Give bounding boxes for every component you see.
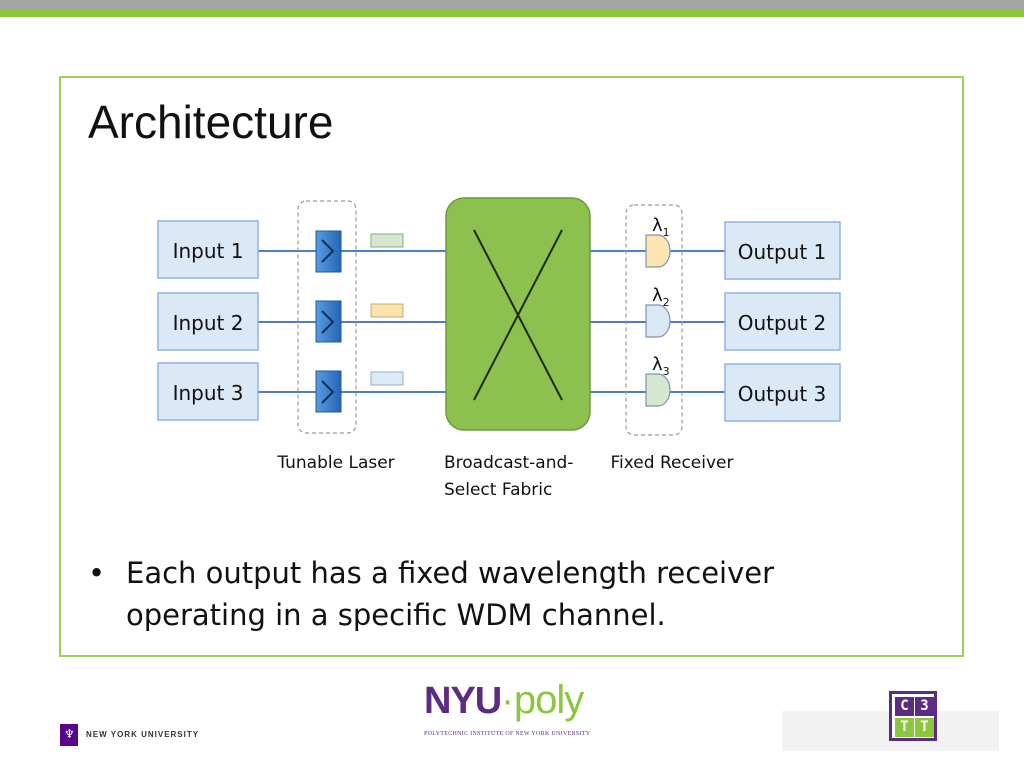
bullet-text: Each output has a fixed wavelength recei… [126,556,775,632]
laser-icon-2 [315,300,342,343]
poly-logo-dot: · [501,680,514,722]
nyu-poly-logo: NYU·poly [424,678,584,728]
signal-block-2 [370,303,404,318]
wavelength-label-2: λ2 [652,285,670,309]
receiver-icon-2 [645,304,671,338]
input-box-2: Input 2 [157,292,259,351]
caption-fabric-line-1: Broadcast-and- [444,453,573,473]
bullet-dot-icon: • [88,556,106,590]
wavelength-label-3: λ3 [652,354,670,378]
top-green-bar [0,9,1024,17]
torch-icon: ♆ [64,727,75,741]
tunable-laser-group [297,200,357,434]
output-box-3: Output 3 [724,363,841,422]
signal-block-1 [370,233,404,248]
nyu-torch-logo: ♆ [60,724,78,746]
content-frame [59,76,964,657]
output-label-2: Output 2 [738,311,827,335]
receiver-icon-3 [645,373,671,407]
output-box-1: Output 1 [724,221,841,280]
poly-subtitle: POLYTECHNIC INSTITUTE OF NEW YORK UNIVER… [424,731,591,737]
slide-title: Architecture [88,96,334,148]
input-label-2: Input 2 [173,311,244,335]
output-label-3: Output 3 [738,382,827,406]
output-label-1: Output 1 [738,240,827,264]
caption-tunable-laser: Tunable Laser [276,453,394,473]
top-gray-bar [0,0,1024,9]
wavelength-label-1: λ1 [652,215,670,239]
caption-fixed-receiver: Fixed Receiver [610,453,733,473]
input-label-1: Input 1 [173,239,244,263]
signal-block-3 [370,371,404,386]
catt-logo-cell-4: T [915,718,934,737]
caption-fabric-line-2: Select Fabric [444,480,552,500]
receiver-icon-1 [645,234,671,268]
output-box-2: Output 2 [724,292,841,351]
catt-logo-cell-2: 3 [915,697,934,716]
catt-logo: C 3 T T [889,691,937,741]
input-box-1: Input 1 [157,220,259,279]
poly-logo-nyu: NYU [424,680,502,722]
catt-logo-cell-3: T [895,718,914,737]
input-box-3: Input 3 [157,362,259,421]
input-label-3: Input 3 [173,381,244,405]
broadcast-select-fabric [445,197,591,431]
poly-logo-poly: poly [513,678,584,722]
nyu-label: NEW YORK UNIVERSITY [86,730,200,739]
catt-logo-cell-1: C [895,697,914,716]
laser-icon-1 [315,230,342,273]
laser-icon-3 [315,370,342,413]
